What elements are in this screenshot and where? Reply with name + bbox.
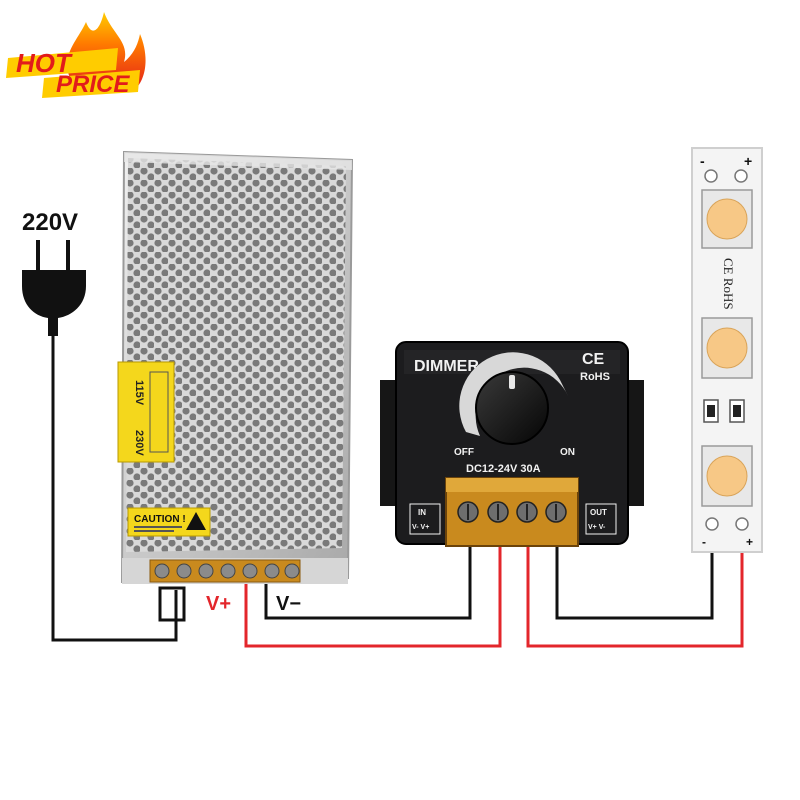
dimmer-ce-mark: CE	[582, 351, 605, 368]
led-strip-minus-label: -	[700, 153, 705, 169]
plug-pin-left	[36, 240, 40, 274]
power-supply: 115V 230V CAUTION ! V+ V−	[117, 150, 354, 615]
mains-voltage-label: 220V	[22, 209, 78, 236]
psu-top-edge	[124, 152, 352, 170]
psu-terminal-block	[122, 558, 348, 584]
psu-caution-text: CAUTION !	[134, 514, 186, 525]
led-chip-2	[701, 317, 753, 379]
dimmer-rating: DC12-24V 30A	[466, 463, 541, 475]
led-strip-bottom-pads	[705, 517, 749, 531]
dimmer-in-terminals: V- V+	[412, 524, 429, 531]
dimmer-title: DIMMER	[414, 358, 479, 375]
psu-caution-label: CAUTION !	[127, 507, 211, 537]
badge-stripe-2	[42, 70, 140, 98]
dimmer-in-label: IN	[418, 508, 426, 517]
dimmer-terminal-block	[445, 477, 579, 547]
psu-input-wires	[158, 586, 186, 622]
wire-mains-to-psu	[51, 336, 178, 642]
wire-psu-vplus-to-dimmer	[244, 545, 502, 648]
badge-text-hot: HOT	[16, 48, 73, 78]
led-strip-bottom-minus-label: -	[702, 535, 706, 549]
psu-side-label-a: 115V	[133, 380, 145, 406]
led-strip-resistors	[703, 399, 745, 423]
psu-vplus-label: V+	[206, 593, 231, 615]
psu-vminus-label: V−	[276, 593, 301, 615]
badge-stripe	[6, 48, 118, 78]
dimmer-module: DIMMER CE RoHS OFF ON DC12-24V 30A IN	[380, 341, 644, 547]
wires	[51, 336, 744, 648]
dimmer-out-label: OUT	[590, 508, 607, 517]
dimmer-on-label: ON	[560, 447, 575, 458]
led-chip-3	[701, 445, 753, 507]
dimmer-out-label-box: OUT V+ V-	[585, 503, 617, 535]
led-strip: - + CE RoHS - +	[691, 147, 763, 553]
badge-text-price: PRICE	[56, 71, 130, 98]
dimmer-dial-arc	[459, 352, 568, 436]
plug-icon	[22, 270, 86, 336]
plug-pin-right	[66, 240, 70, 274]
dimmer-off-label: OFF	[454, 447, 474, 458]
dimmer-knob-indicator	[509, 375, 515, 389]
dimmer-knob[interactable]	[475, 371, 549, 445]
psu-vent-grid	[126, 158, 346, 552]
dimmer-in-label-box: IN V- V+	[409, 503, 441, 535]
hot-price-badge: HOT PRICE	[6, 12, 146, 98]
wire-dimmer-to-led-minus	[555, 530, 714, 620]
psu-side-label-b: 230V	[133, 430, 145, 456]
dimmer-out-terminals: V+ V-	[588, 524, 606, 531]
led-chip-1	[701, 189, 753, 249]
warning-icon	[186, 512, 206, 530]
psu-side-label: 115V 230V	[117, 361, 175, 463]
led-strip-plus-label: +	[744, 153, 752, 169]
mains-plug: 220V	[22, 209, 86, 336]
wire-dimmer-to-led-plus	[526, 530, 744, 648]
led-strip-bottom-plus-label: +	[746, 535, 753, 549]
wire-psu-vminus-to-dimmer	[264, 545, 472, 620]
led-strip-cert-label: CE RoHS	[721, 258, 736, 310]
dimmer-rohs-mark: RoHS	[580, 371, 610, 383]
led-strip-top-pads	[704, 169, 748, 183]
